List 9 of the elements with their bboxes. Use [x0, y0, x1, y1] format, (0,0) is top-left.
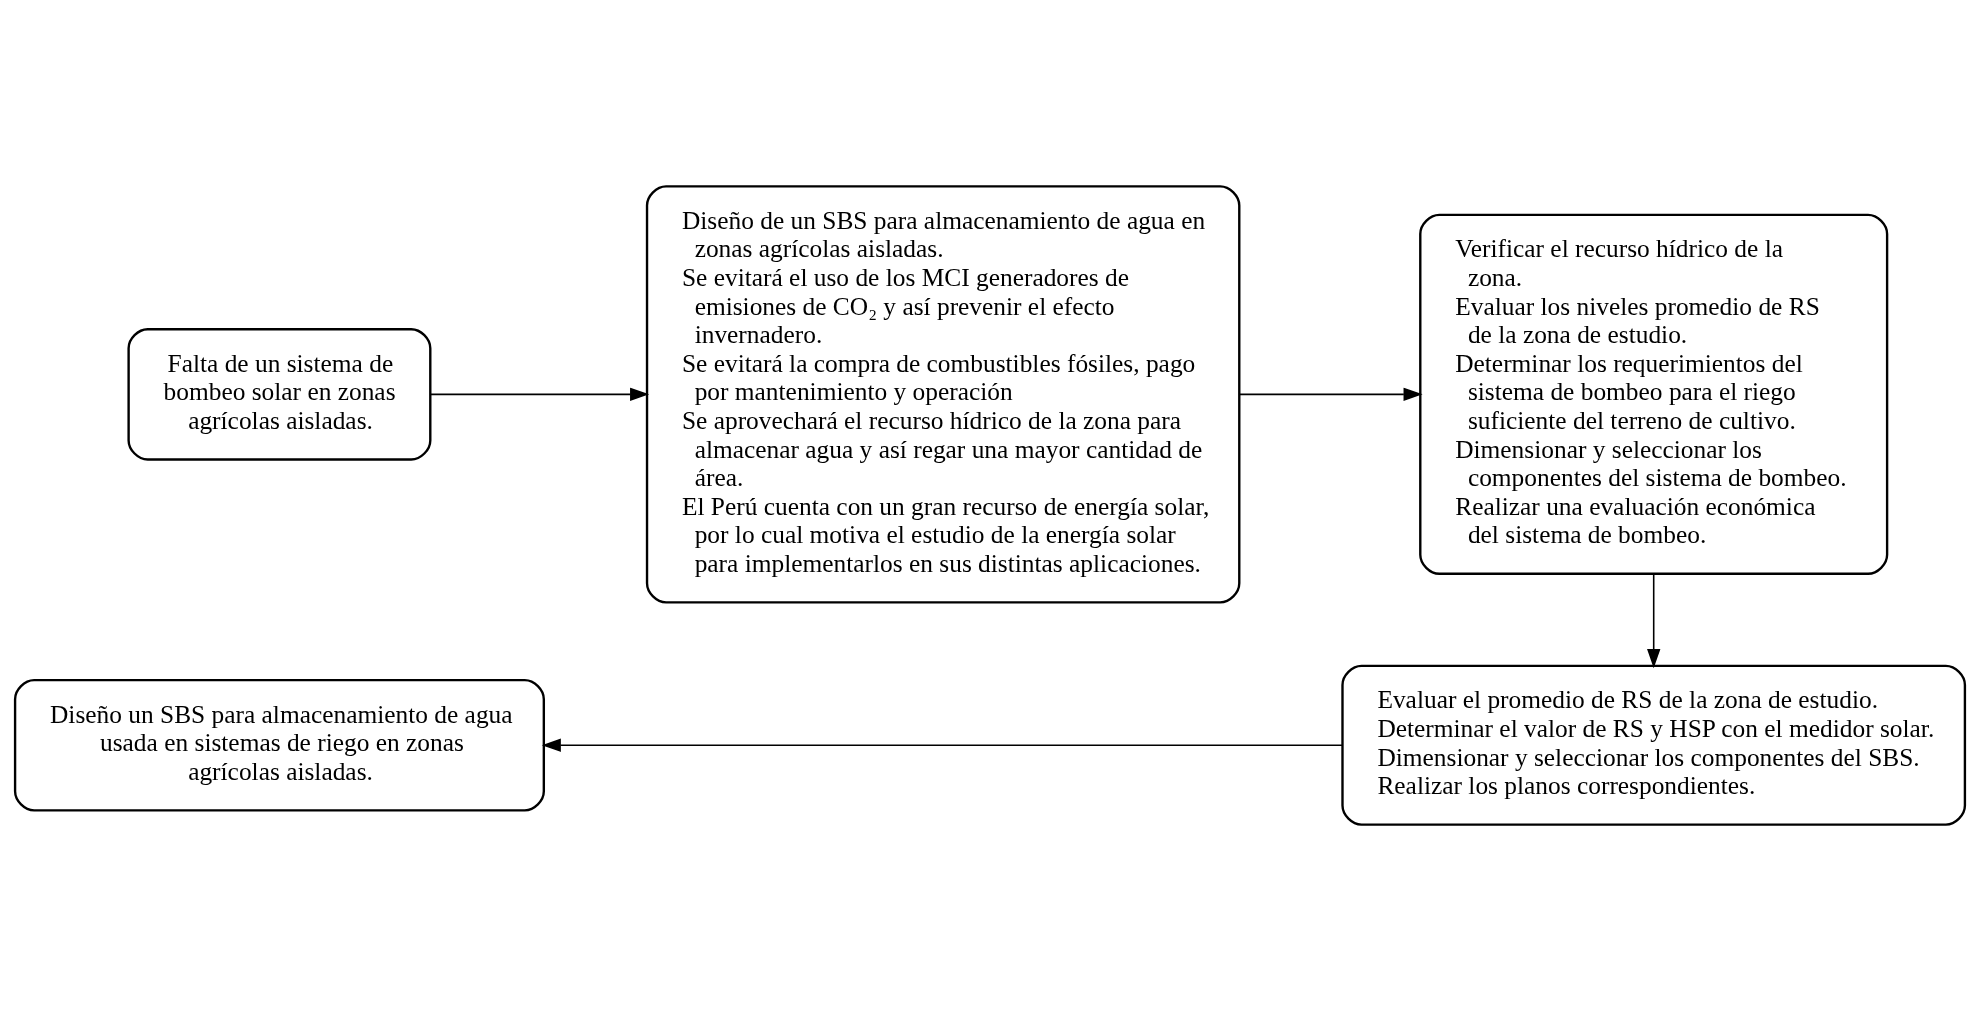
arrow — [541, 738, 1344, 752]
node-box: Diseño de un SBS para almacenamiento de agua en zonas agrícolas aisladas. Se evitará el uso de los MCI generadores de emisiones de CO₂ y así prevenir el efecto invernadero. Se evitará la compra de combustibles fósiles, pago por mantenimiento y operación Se aprovechará el recurso hídrico de la zona para almacenar agua y así regar una mayor cantidad de área. El Perú cuenta con un gran recurso de energía solar, por lo cual motiva el estudio de la energía solar para implementarlos en sus distintas aplicaciones. — [645, 185, 1241, 604]
arrow — [429, 387, 650, 402]
node-box: Evaluar el promedio de RS de la zona de estudio. Determinar el valor de RS y HSP con el medidor solar. Dimensionar y seleccionar los componentes del SBS. Realizar los planos correspondientes. — [1341, 664, 1967, 826]
node-box: Falta de un sistema de bombeo solar en zonas agrícolas aisladas. — [127, 328, 432, 461]
arrow — [1238, 387, 1423, 402]
arrow — [1647, 573, 1661, 669]
node-box: Diseño un SBS para almacenamiento de agua usada en sistemas de riego en zonas agrícolas aisladas. — [13, 678, 546, 812]
node-box: Verificar el recurso hídrico de la zona. Evaluar los niveles promedio de RS de la zona de estudio. Determinar los requerimientos del sistema de bombeo para el riego suficiente del terreno de cultivo. Dimensionar y seleccionar los componentes del sistema de bombeo. Realizar una evaluación económica del sistema de bombeo. — [1419, 213, 1889, 575]
